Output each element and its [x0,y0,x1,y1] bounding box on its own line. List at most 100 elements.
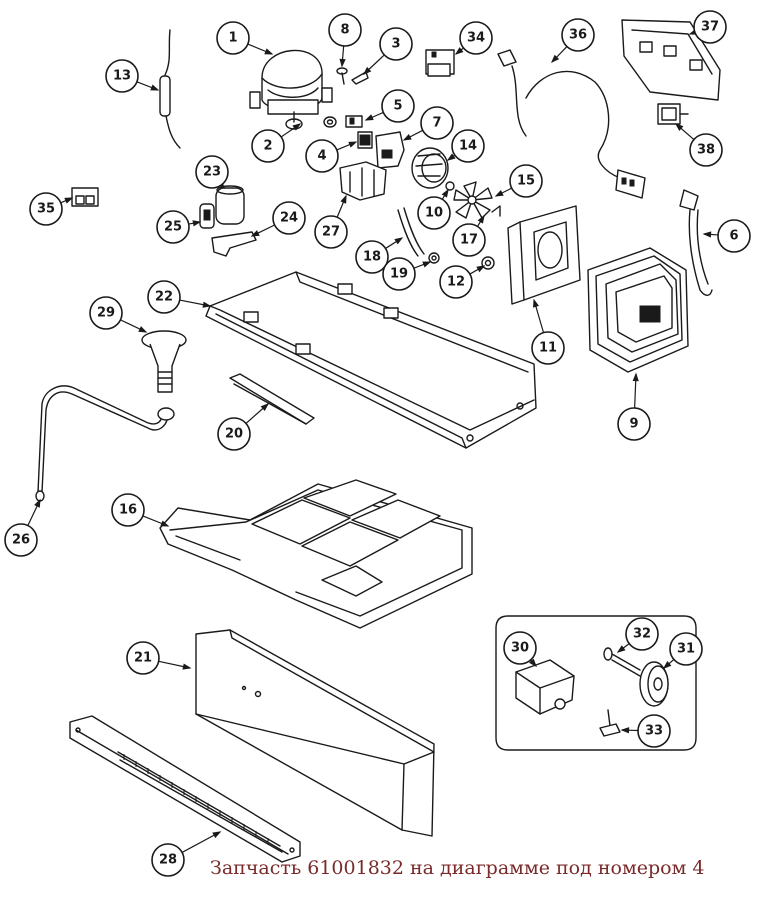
part-fan-shroud [507,205,581,305]
callout-circle [151,843,185,877]
callout-circle [126,641,160,675]
callout-arrowhead [250,230,260,237]
callout-arrowhead [150,84,160,91]
callout-arrowhead [528,658,537,668]
callout-circle [459,21,493,55]
callout-circle [625,617,659,651]
callout-number: 16 [119,503,137,518]
part-fan-motor [411,147,449,189]
callout-arrowhead [182,663,192,670]
part-capacitor-bracket [211,231,257,257]
callout-number: 14 [459,139,477,154]
callout-number: 7 [432,116,441,131]
callout-layer: 1234567891011121314151617181920212223242… [4,10,751,877]
callout-8: 8 [328,13,362,68]
callout-number: 19 [390,267,408,282]
callout-number: 2 [263,139,272,154]
callout-circle [717,219,751,253]
callout-arrowhead [202,301,212,308]
part-screw [336,67,348,85]
callout-circle [452,223,486,257]
callout-1: 1 [216,21,274,55]
part-strap [397,207,425,257]
part-roller-wheel [639,661,669,707]
callout-arrowhead [402,133,412,141]
part-evaporator-cover [205,271,537,449]
part-relay [357,131,373,149]
callout-number: 10 [425,206,443,221]
callout-7: 7 [402,106,454,141]
callout-20: 20 [217,403,270,451]
callout-circle [305,139,339,173]
callout-circle [382,257,416,291]
callout-27: 27 [314,194,348,249]
part-relay-cover [345,115,363,128]
callout-arrowhead [64,197,74,204]
callout-32: 32 [616,617,659,653]
callout-arrowhead [364,114,374,121]
callout-circle [420,106,454,140]
part-mount [339,161,387,201]
callout-21: 21 [126,641,192,675]
part-base-grille [69,715,301,863]
callout-number: 6 [729,229,738,244]
callout-arrowhead [477,214,485,224]
callout-circle [217,417,251,451]
callout-5: 5 [364,89,415,123]
callout-arrowhead [702,231,712,238]
callout-9: 9 [617,372,651,441]
callout-29: 29 [89,296,148,333]
callout-circle [272,201,306,235]
callout-10: 10 [417,188,451,230]
part-fan-blade [453,181,493,219]
callout-circle [216,21,250,55]
callout-circle [89,296,123,330]
callout-number: 27 [322,225,340,240]
part-kick-panel [195,629,435,837]
part-strap-grommet [428,252,440,264]
callout-12: 12 [439,265,486,299]
callout-arrowhead [441,188,449,198]
part-overload [375,131,405,169]
callout-number: 5 [393,99,402,114]
callout-arrowhead [340,194,347,204]
callout-number: 36 [569,28,587,43]
callout-circle [381,89,415,123]
callout-circle [503,631,537,665]
part-terminal-block [71,187,99,207]
callout-number: 33 [645,724,663,739]
callout-17: 17 [452,214,486,257]
part-switch [657,103,689,125]
part-connector [425,49,455,77]
callout-18: 18 [355,237,404,274]
callout-arrowhead [394,237,404,245]
callout-38: 38 [674,123,723,167]
callout-arrowhead [632,372,639,382]
callout-circle [195,155,229,189]
callout-arrowhead [532,298,539,308]
callout-circle [689,133,723,167]
part-clip [351,71,369,85]
callout-arrowhead [339,58,346,68]
callout-number: 11 [539,341,557,356]
callout-circle [111,493,145,527]
callout-31: 31 [662,632,703,669]
part-strip [229,373,315,425]
callout-number: 35 [37,202,55,217]
callout-number: 21 [134,651,152,666]
callout-30: 30 [503,631,537,668]
callout-arrowhead [260,403,270,412]
callout-circle [379,27,413,61]
callout-arrowhead [454,47,464,55]
callout-number: 15 [517,174,535,189]
callout-number: 3 [391,37,400,52]
callout-number: 29 [97,306,115,321]
callout-number: 23 [203,165,221,180]
callout-number: 17 [460,233,478,248]
callout-circle [328,13,362,47]
callout-arrowhead [662,661,672,669]
callout-number: 34 [467,31,485,46]
callout-circle [439,265,473,299]
callout-number: 24 [280,211,298,226]
part-roller-bolt [603,647,641,677]
